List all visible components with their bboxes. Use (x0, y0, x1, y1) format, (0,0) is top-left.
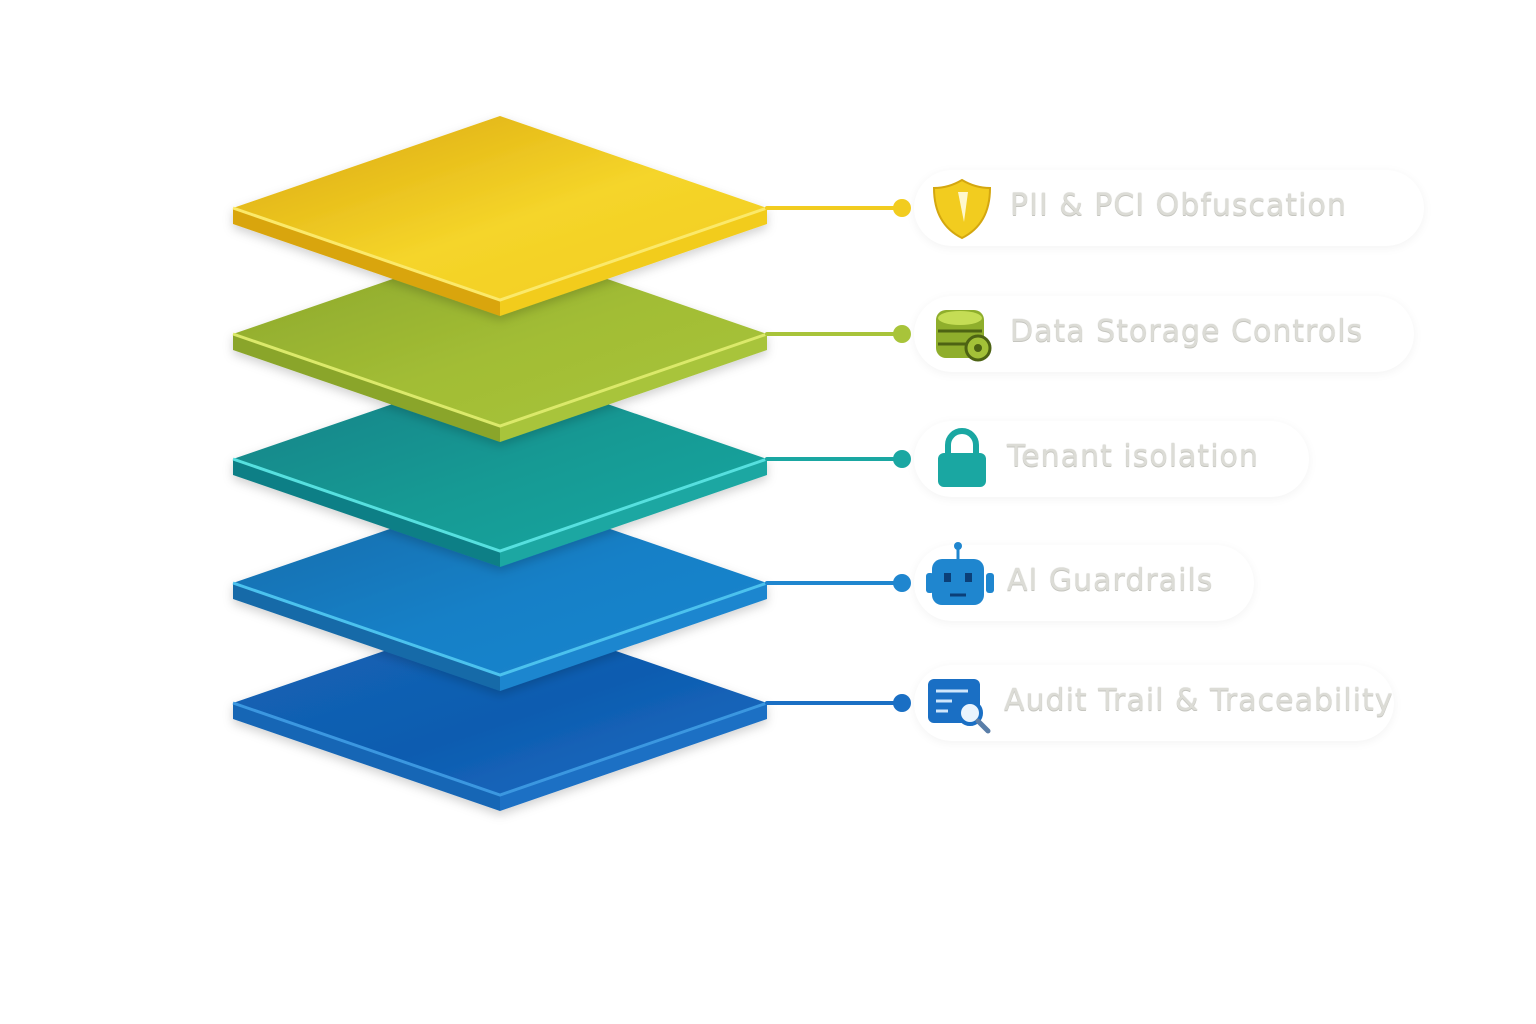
slab-right-face (500, 334, 767, 442)
slab-left-face (233, 703, 500, 811)
slab-edge-highlight (232, 457, 768, 553)
label-pill-storage (914, 296, 1414, 372)
layer-label-audit: Audit Trail & Traceability (1004, 683, 1394, 718)
connector-dot (893, 694, 911, 712)
slab-top-face (233, 116, 767, 300)
slab-edge-highlight (232, 206, 768, 302)
slab-left-face (233, 334, 500, 442)
layer-slab-audit (232, 611, 768, 811)
database-icon (936, 310, 992, 362)
connector-dot (893, 325, 911, 343)
connector-ai (765, 574, 911, 592)
connector-dot (893, 199, 911, 217)
slab-edge-highlight (232, 701, 768, 797)
layer-label-ai: AI Guardrails (1007, 563, 1214, 598)
lock-icon (938, 428, 986, 487)
layer-label-storage: Data Storage Controls (1010, 314, 1364, 349)
slab-left-face (233, 208, 500, 316)
slab-edge-highlight (232, 332, 768, 428)
audit-search-icon (928, 679, 991, 734)
layer-slab-storage (232, 242, 768, 442)
connector-dot (893, 450, 911, 468)
connector-storage (765, 325, 911, 343)
connector-audit (765, 694, 911, 712)
layer-slab-tenant (232, 367, 768, 567)
shield-icon (932, 178, 992, 240)
slab-edge-highlight (232, 581, 768, 677)
slab-right-face (500, 583, 767, 691)
slab-right-face (500, 208, 767, 316)
slab-right-face (500, 459, 767, 567)
layer-label-tenant: Tenant isolation (1007, 439, 1259, 474)
layer-slab-pii (232, 116, 768, 316)
robot-icon (926, 542, 994, 605)
connector-tenant (765, 450, 911, 468)
layer-slab-ai (232, 491, 768, 691)
label-pill-pii (914, 170, 1424, 246)
slab-right-face (500, 703, 767, 811)
slab-left-face (233, 459, 500, 567)
connector-dot (893, 574, 911, 592)
layer-label-pii: PII & PCI Obfuscation (1010, 188, 1347, 223)
connector-pii (765, 199, 911, 217)
label-pill-audit (914, 665, 1394, 741)
slab-left-face (233, 583, 500, 691)
